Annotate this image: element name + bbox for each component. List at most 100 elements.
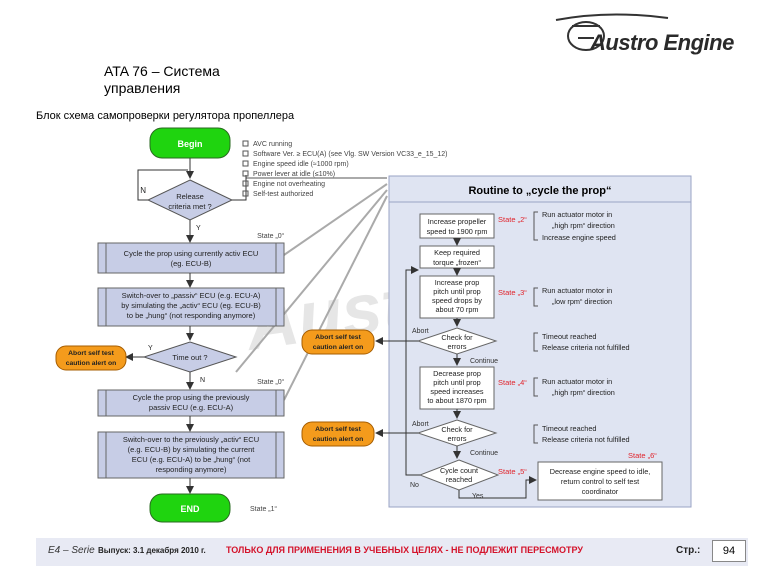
switch-passiv-box	[97, 287, 285, 327]
inc-pitch-l3: speed drops by	[432, 296, 482, 305]
dec-pitch-l2: pitch until prop	[433, 378, 480, 387]
state-0a-label: State „0“	[257, 233, 285, 240]
dec-idle-l1: Decrease engine speed to idle,	[550, 467, 651, 476]
page-number: 94	[712, 540, 746, 562]
switch-passiv-l3: to be „hung“ (not responding anymore)	[127, 311, 256, 320]
timeout-label: Time out ?	[172, 353, 207, 362]
keep-torque-l2: torque „frozen“	[433, 258, 481, 267]
checklist-item: Engine speed idle (≈1000 rpm)	[253, 161, 349, 168]
abort-2-label: Abort	[412, 421, 429, 428]
check1-l2: errors	[447, 342, 466, 351]
cycle-ecu-b-l1: Cycle the prop using currently activ ECU	[124, 249, 259, 258]
cycle-count-l1: Cycle count	[440, 466, 478, 475]
bracket	[533, 211, 538, 241]
projection-line	[283, 195, 388, 401]
switch-prev-l3: ECU (e.g. ECU-A) to be „hung“ (not	[132, 455, 251, 464]
footer-series: E4 – Serie	[48, 545, 95, 556]
state-2-label: State „2“	[498, 215, 527, 224]
page-title: ATA 76 – Система управления	[104, 63, 220, 96]
check1-l1: Check for	[441, 333, 473, 342]
checklist-item: Software Ver. ≥ ECU(A) (see Vlg. SW Vers…	[253, 151, 448, 158]
release-no-label: N	[140, 186, 146, 195]
cycle-passiv-l1: Cycle the prop using the previously	[133, 393, 250, 402]
state-1-label: State „1“	[250, 506, 278, 513]
t1-l2: Release criteria not fulfilled	[542, 343, 630, 352]
bracket	[533, 377, 538, 397]
s2-l2: „high rpm“ direction	[552, 221, 615, 230]
cycle-ecu-b-l2: (eg. ECU-B)	[171, 259, 212, 268]
release-label-2: criteria met ?	[168, 202, 211, 211]
logo-text: Austro Engine	[590, 30, 734, 55]
abort-mid1-l2: caution alert on	[313, 344, 364, 351]
s4-l1: Run actuator motor in	[542, 377, 612, 386]
state-6-label: State „6“	[628, 451, 657, 460]
abort-mid1-l1: Abort self test	[315, 334, 361, 341]
release-yes-label: Y	[196, 225, 201, 232]
end-label: END	[180, 504, 200, 514]
keep-torque-l1: Keep required	[434, 248, 480, 257]
switch-prev-l4: responding anymore)	[156, 465, 227, 474]
abort-left-l1: Abort self test	[68, 350, 114, 357]
decrease-pitch-box	[419, 366, 495, 410]
inc-speed-l2: speed to 1900 rpm	[427, 227, 488, 236]
state-0b-label: State „0“	[257, 379, 285, 386]
footer-bar	[36, 538, 748, 566]
checklist-item: AVC running	[253, 141, 292, 148]
abort-mid-2-node	[301, 421, 375, 447]
abort-mid2-l1: Abort self test	[315, 426, 361, 433]
abort-left-l2: caution alert on	[66, 360, 117, 367]
bracket	[533, 332, 538, 352]
state-3-label: State „3“	[498, 288, 527, 297]
switch-prev-l1: Switch-over to the previously „activ“ EC…	[123, 435, 259, 444]
s3-l1: Run actuator motor in	[542, 286, 612, 295]
check2-l1: Check for	[441, 425, 473, 434]
austro-engine-logo-icon	[555, 13, 669, 51]
timeout-yes-label: Y	[148, 345, 153, 352]
s2-l1: Run actuator motor in	[542, 210, 612, 219]
t2-l2: Release criteria not fulfilled	[542, 435, 630, 444]
page-subtitle: Блок схема самопроверки регулятора пропе…	[36, 110, 295, 122]
increase-speed-box	[419, 213, 495, 239]
dec-idle-l2: return control to self test	[561, 477, 639, 486]
s4-l2: „high rpm“ direction	[552, 388, 615, 397]
inc-pitch-l4: about 70 rpm	[436, 305, 479, 314]
abort-1-label: Abort	[412, 328, 429, 335]
s3-l2: „low rpm“ direction	[552, 297, 612, 306]
cycle-ecu-b-box	[97, 242, 285, 274]
check2-l2: errors	[447, 434, 466, 443]
routine-title: Routine to „cycle the prop“	[468, 185, 611, 197]
release-checklist: AVC running Software Ver. ≥ ECU(A) (see …	[242, 140, 448, 198]
abort-left-node	[55, 345, 127, 371]
switch-prev-l2: (e.g. ECU-B) by simulating the current	[128, 445, 256, 454]
cycle-passiv-l2: passiv ECU (e.g. ECU-A)	[149, 403, 234, 412]
inc-speed-l1: Increase propeller	[428, 217, 487, 226]
dec-idle-l3: coordinator	[582, 487, 619, 496]
timeout-no-label: N	[200, 377, 205, 384]
decrease-idle-box	[537, 461, 663, 501]
switch-passiv-l2: by simulating the „activ“ ECU (eg. ECU-B…	[121, 301, 261, 310]
footer-page-label: Стр.:	[676, 545, 701, 556]
no-label: No	[410, 482, 419, 489]
release-label-1: Release	[176, 192, 204, 201]
projection-line	[283, 183, 388, 256]
footer-issue: Выпуск: 3.1 декабря 2010 г.	[98, 546, 206, 555]
checklist-item: Power lever at idle (≤10%)	[253, 171, 335, 178]
abort-mid-1-node	[301, 329, 375, 355]
t2-l1: Timeout reached	[542, 424, 596, 433]
end-node	[149, 493, 231, 523]
switch-passiv-l1: Switch-over to „passiv“ ECU (e.g. ECU-A)	[122, 291, 261, 300]
footer-warning: ТОЛЬКО ДЛЯ ПРИМЕНЕНИЯ В УЧЕБНЫХ ЦЕЛЯХ - …	[226, 545, 583, 555]
t1-l1: Timeout reached	[542, 332, 596, 341]
state-5-label: State „5“	[498, 467, 527, 476]
cycle-count-l2: reached	[446, 475, 472, 484]
abort-mid2-l2: caution alert on	[313, 436, 364, 443]
bracket	[533, 424, 538, 444]
dec-pitch-l3: speed increases	[430, 387, 483, 396]
switch-prev-box	[97, 431, 285, 479]
inc-pitch-l2: pitch until prop	[433, 287, 480, 296]
projection-line	[235, 189, 388, 373]
dec-pitch-l4: to about 1870 rpm	[427, 396, 486, 405]
cycle-passiv-box	[97, 389, 285, 417]
begin-label: Begin	[177, 139, 202, 149]
